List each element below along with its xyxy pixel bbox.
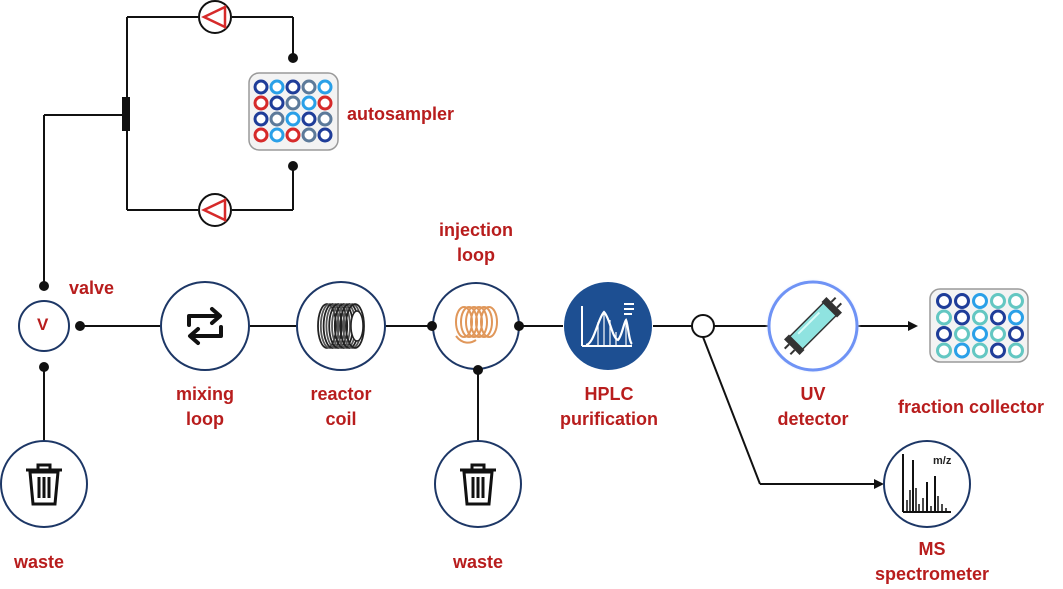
- fraction-ring: [990, 293, 1006, 309]
- mixing-loop[interactable]: [160, 281, 250, 371]
- fraction-ring: [936, 342, 952, 359]
- fraction-ring: [954, 326, 970, 342]
- spring-turn: [480, 306, 498, 338]
- fraction-ring: [1008, 309, 1024, 326]
- vial-ring: [301, 79, 317, 95]
- waste-bin-left[interactable]: [0, 440, 88, 528]
- vial-ring: [253, 127, 269, 143]
- valve-symbol: V: [37, 315, 49, 334]
- uv-lamp-icon: [784, 297, 842, 355]
- fraction-ring: [1008, 326, 1024, 342]
- fraction-ring: [1008, 293, 1024, 309]
- pump-triangle-icon: [201, 198, 227, 222]
- chromatogram-icon: [581, 303, 634, 347]
- vial-ring: [285, 79, 301, 95]
- vial-ring: [301, 111, 317, 127]
- vial-ring: [317, 127, 333, 143]
- vial-ring: [317, 79, 333, 95]
- fraction-ring: [954, 293, 970, 309]
- fraction-ring: [972, 309, 988, 326]
- fraction-collector-tray[interactable]: [929, 288, 1029, 363]
- fraction-ring: [936, 293, 952, 309]
- pump-bottom[interactable]: [198, 193, 232, 227]
- fraction-ring: [954, 342, 970, 359]
- fraction-ring: [990, 326, 1006, 342]
- vial-ring: [317, 111, 333, 127]
- trash-can-icon: [26, 463, 62, 506]
- valve[interactable]: [18, 300, 70, 352]
- waste-bin-middle[interactable]: [434, 440, 522, 528]
- vial-ring: [269, 79, 285, 95]
- coil-end: [350, 310, 364, 342]
- vial-ring: [301, 127, 317, 143]
- valve-label: valve: [69, 278, 115, 298]
- waste-middle-label: waste: [452, 552, 504, 572]
- vial-ring: [285, 111, 301, 127]
- fraction-ring: [972, 342, 988, 359]
- tee-junction: [122, 97, 130, 131]
- vial-ring: [253, 79, 269, 95]
- injection-loop[interactable]: [432, 282, 520, 370]
- vial-ring: [253, 95, 269, 111]
- vial-ring: [269, 127, 285, 143]
- fraction-ring: [954, 309, 970, 326]
- autosampler-tray[interactable]: [248, 72, 339, 151]
- flow-splitter: [691, 314, 715, 338]
- fraction-tray-icon: [936, 293, 1024, 359]
- vial-ring: [317, 95, 333, 111]
- spring-turn: [475, 306, 493, 338]
- ms-spectrometer[interactable]: [883, 440, 971, 528]
- waste-left-label: waste: [14, 552, 65, 572]
- mass-spectrum-icon: [902, 454, 951, 513]
- coil-turn: [345, 303, 365, 349]
- ms-axis-label: m/z: [933, 455, 952, 467]
- vial-tray-icon: [253, 79, 333, 143]
- fraction-ring: [990, 342, 1006, 359]
- fraction-collector-label: fraction collector: [898, 397, 1045, 417]
- pump-top[interactable]: [198, 0, 232, 34]
- spring-turn: [470, 306, 488, 338]
- vial-ring: [285, 127, 301, 143]
- coil-cylinder-icon: [317, 303, 365, 349]
- trash-can-icon: [460, 463, 496, 506]
- cycle-arrows-icon: [187, 307, 223, 345]
- fraction-ring: [936, 309, 952, 326]
- vial-ring: [301, 95, 317, 111]
- reactor-coil[interactable]: [296, 281, 386, 371]
- fraction-ring: [936, 326, 952, 342]
- vial-ring: [253, 111, 269, 127]
- fraction-ring: [972, 326, 988, 342]
- tubing-lines: [43, 16, 918, 489]
- vial-ring: [269, 111, 285, 127]
- spring-lead: [455, 335, 477, 344]
- pump-triangle-icon: [201, 5, 227, 29]
- uv-detector[interactable]: [765, 278, 861, 374]
- fraction-ring: [972, 293, 988, 309]
- vial-ring: [269, 95, 285, 111]
- hplc-column[interactable]: [564, 282, 652, 370]
- spring-coil-icon: [455, 306, 498, 344]
- fraction-ring: [990, 309, 1006, 326]
- vial-ring: [285, 95, 301, 111]
- fraction-ring: [1008, 342, 1024, 359]
- autosampler-label: autosampler: [347, 104, 455, 124]
